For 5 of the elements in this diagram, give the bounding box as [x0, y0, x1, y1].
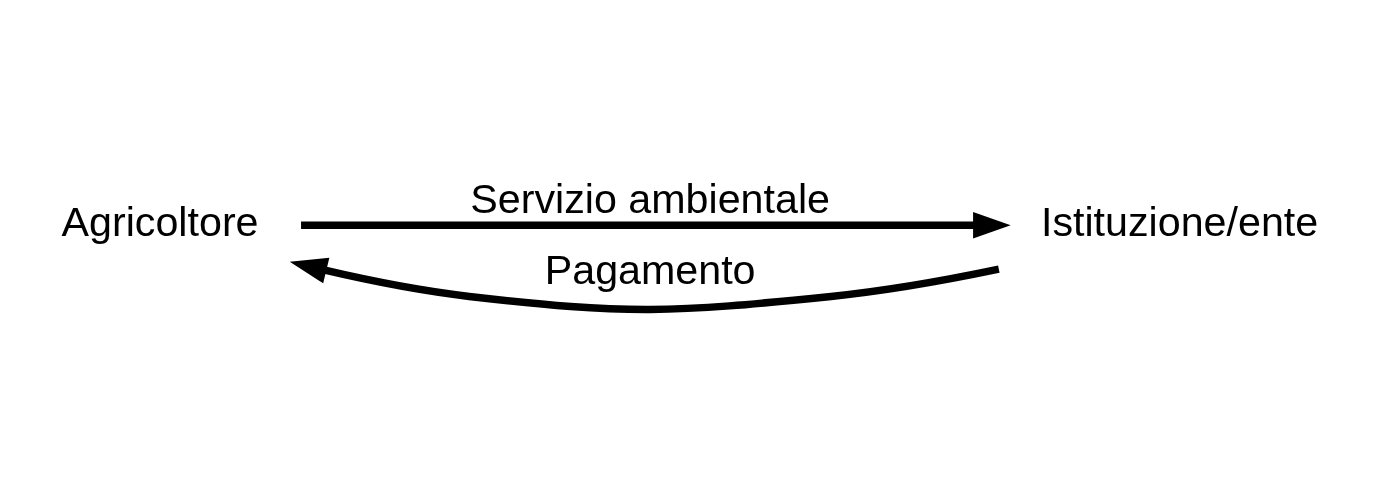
node-text: Istituzione/ente: [1040, 198, 1319, 245]
arrow: [289, 257, 1000, 314]
edge-label: Pagamento: [544, 247, 756, 294]
node-text: Agricoltore: [61, 198, 259, 245]
edge-label: Servizio ambientale: [470, 176, 830, 223]
